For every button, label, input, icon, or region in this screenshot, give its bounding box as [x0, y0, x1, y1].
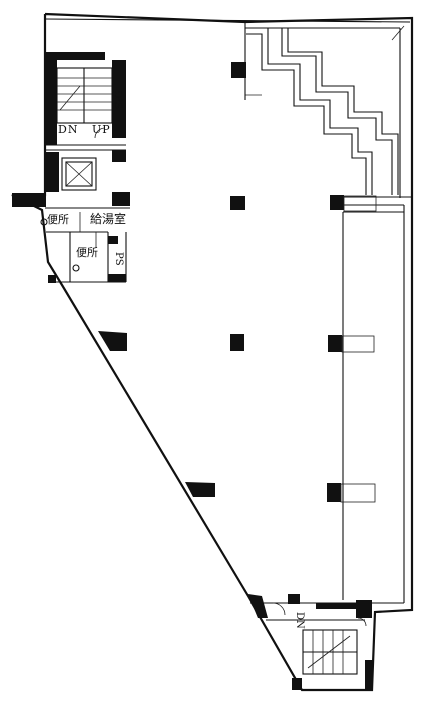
- column-mid-right: [330, 195, 344, 210]
- column-top: [231, 62, 246, 78]
- eps-label: EPS: [112, 88, 123, 109]
- stair-up-label-upper: UP: [92, 123, 111, 136]
- wet-area: [12, 192, 130, 283]
- column-diag-lower: [185, 482, 215, 497]
- column-right-center: [328, 335, 342, 352]
- elevator: [45, 150, 126, 192]
- column-mid-left: [230, 196, 245, 210]
- balcony-outline: [250, 196, 412, 604]
- upper-stair-core: [45, 52, 126, 151]
- toilet-label-lower: 便所: [76, 246, 98, 259]
- toilet-label-upper: 便所: [47, 213, 69, 226]
- column-center: [230, 334, 244, 351]
- column-diag-upper: [98, 331, 127, 351]
- terrace-outline: [244, 22, 405, 198]
- kitchenette-label: 給湯室: [90, 212, 127, 226]
- stair-down-label-lower: DN: [294, 612, 305, 629]
- column-right-lower: [327, 483, 341, 502]
- lower-stair-core: [248, 594, 373, 690]
- stair-down-label-upper: DN: [58, 123, 79, 136]
- ps-label: PS: [113, 252, 124, 266]
- structural-columns: [98, 62, 377, 503]
